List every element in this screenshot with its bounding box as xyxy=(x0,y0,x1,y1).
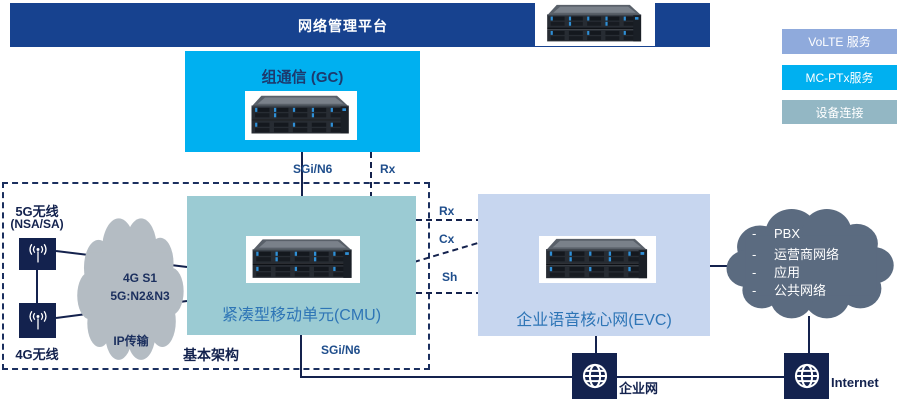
evc-title: 企业语音核心网(EVC) xyxy=(516,312,672,329)
node-enterprise-voice-core: 企业语音核心网(EVC) xyxy=(478,194,710,336)
antenna-icon xyxy=(28,310,47,330)
bullet: - xyxy=(752,247,757,262)
external-item-label: 运营商网络 xyxy=(774,247,840,262)
cmu-server-image xyxy=(246,236,360,283)
node-group-communication: 组通信 (GC) xyxy=(185,51,420,152)
globe-icon xyxy=(794,363,819,389)
transport-4g-interface: 4G S1 xyxy=(122,271,158,285)
external-item-public: - 公共网络 xyxy=(752,280,826,299)
link-label-cx: Cx xyxy=(439,232,455,246)
external-item-label: 应用 xyxy=(774,265,801,280)
transport-cloud-label: IP传输 xyxy=(113,334,149,348)
antenna-4g xyxy=(19,303,56,338)
radio-4g-label: 4G无线 xyxy=(15,347,59,362)
internet-node xyxy=(784,353,829,399)
link-label-rx-top: Rx xyxy=(380,162,396,176)
radio-5g-label: 5G无线 xyxy=(15,204,59,219)
link-label-rx-right: Rx xyxy=(439,204,455,218)
external-item-pbx: - PBX xyxy=(752,226,800,241)
enterprise-network-node xyxy=(572,353,617,399)
gc-server-image xyxy=(245,91,357,140)
link-label-sgi-bottom: SGi/N6 xyxy=(321,343,361,357)
basic-architecture-label: 基本架构 xyxy=(183,347,239,363)
external-item-carrier: - 运营商网络 xyxy=(752,244,839,263)
legend-volte-service: VoLTE 服务 xyxy=(782,29,897,54)
basic-architecture-frame xyxy=(2,182,430,370)
bullet: - xyxy=(752,265,757,280)
antenna-5g xyxy=(19,238,56,270)
cmu-title: 紧凑型移动单元(CMU) xyxy=(221,307,382,324)
radio-5g-sublabel: (NSA/SA) xyxy=(10,217,64,231)
legend-volte-label: VoLTE 服务 xyxy=(808,35,871,49)
evc-server-image xyxy=(539,236,656,283)
legend-mcptx-label: MC-PTx服务 xyxy=(805,71,874,85)
enterprise-network-label: 企业网 xyxy=(619,381,659,396)
bullet: - xyxy=(752,226,757,241)
transport-5g-interface: 5G:N2&N3 xyxy=(110,289,170,303)
banner-title: 网络管理平台 xyxy=(298,18,388,34)
bullet: - xyxy=(752,283,757,298)
external-item-apps: - 应用 xyxy=(752,262,800,281)
link-label-sh: Sh xyxy=(442,270,458,284)
banner-server-image xyxy=(535,2,655,46)
external-item-label: PBX xyxy=(774,226,801,241)
legend-device-connection: 设备连接 xyxy=(782,100,897,124)
globe-icon xyxy=(582,363,607,389)
legend-mcptx-service: MC-PTx服务 xyxy=(782,65,897,90)
link-label-sgi-top: SGi/N6 xyxy=(293,162,333,176)
legend-device-label: 设备连接 xyxy=(815,105,864,120)
internet-label: Internet xyxy=(831,375,879,390)
antenna-icon xyxy=(28,243,47,264)
node-compact-mobile-unit: 紧凑型移动单元(CMU) xyxy=(187,196,416,335)
gc-title: 组通信 (GC) xyxy=(261,69,344,86)
external-item-label: 公共网络 xyxy=(774,283,827,298)
